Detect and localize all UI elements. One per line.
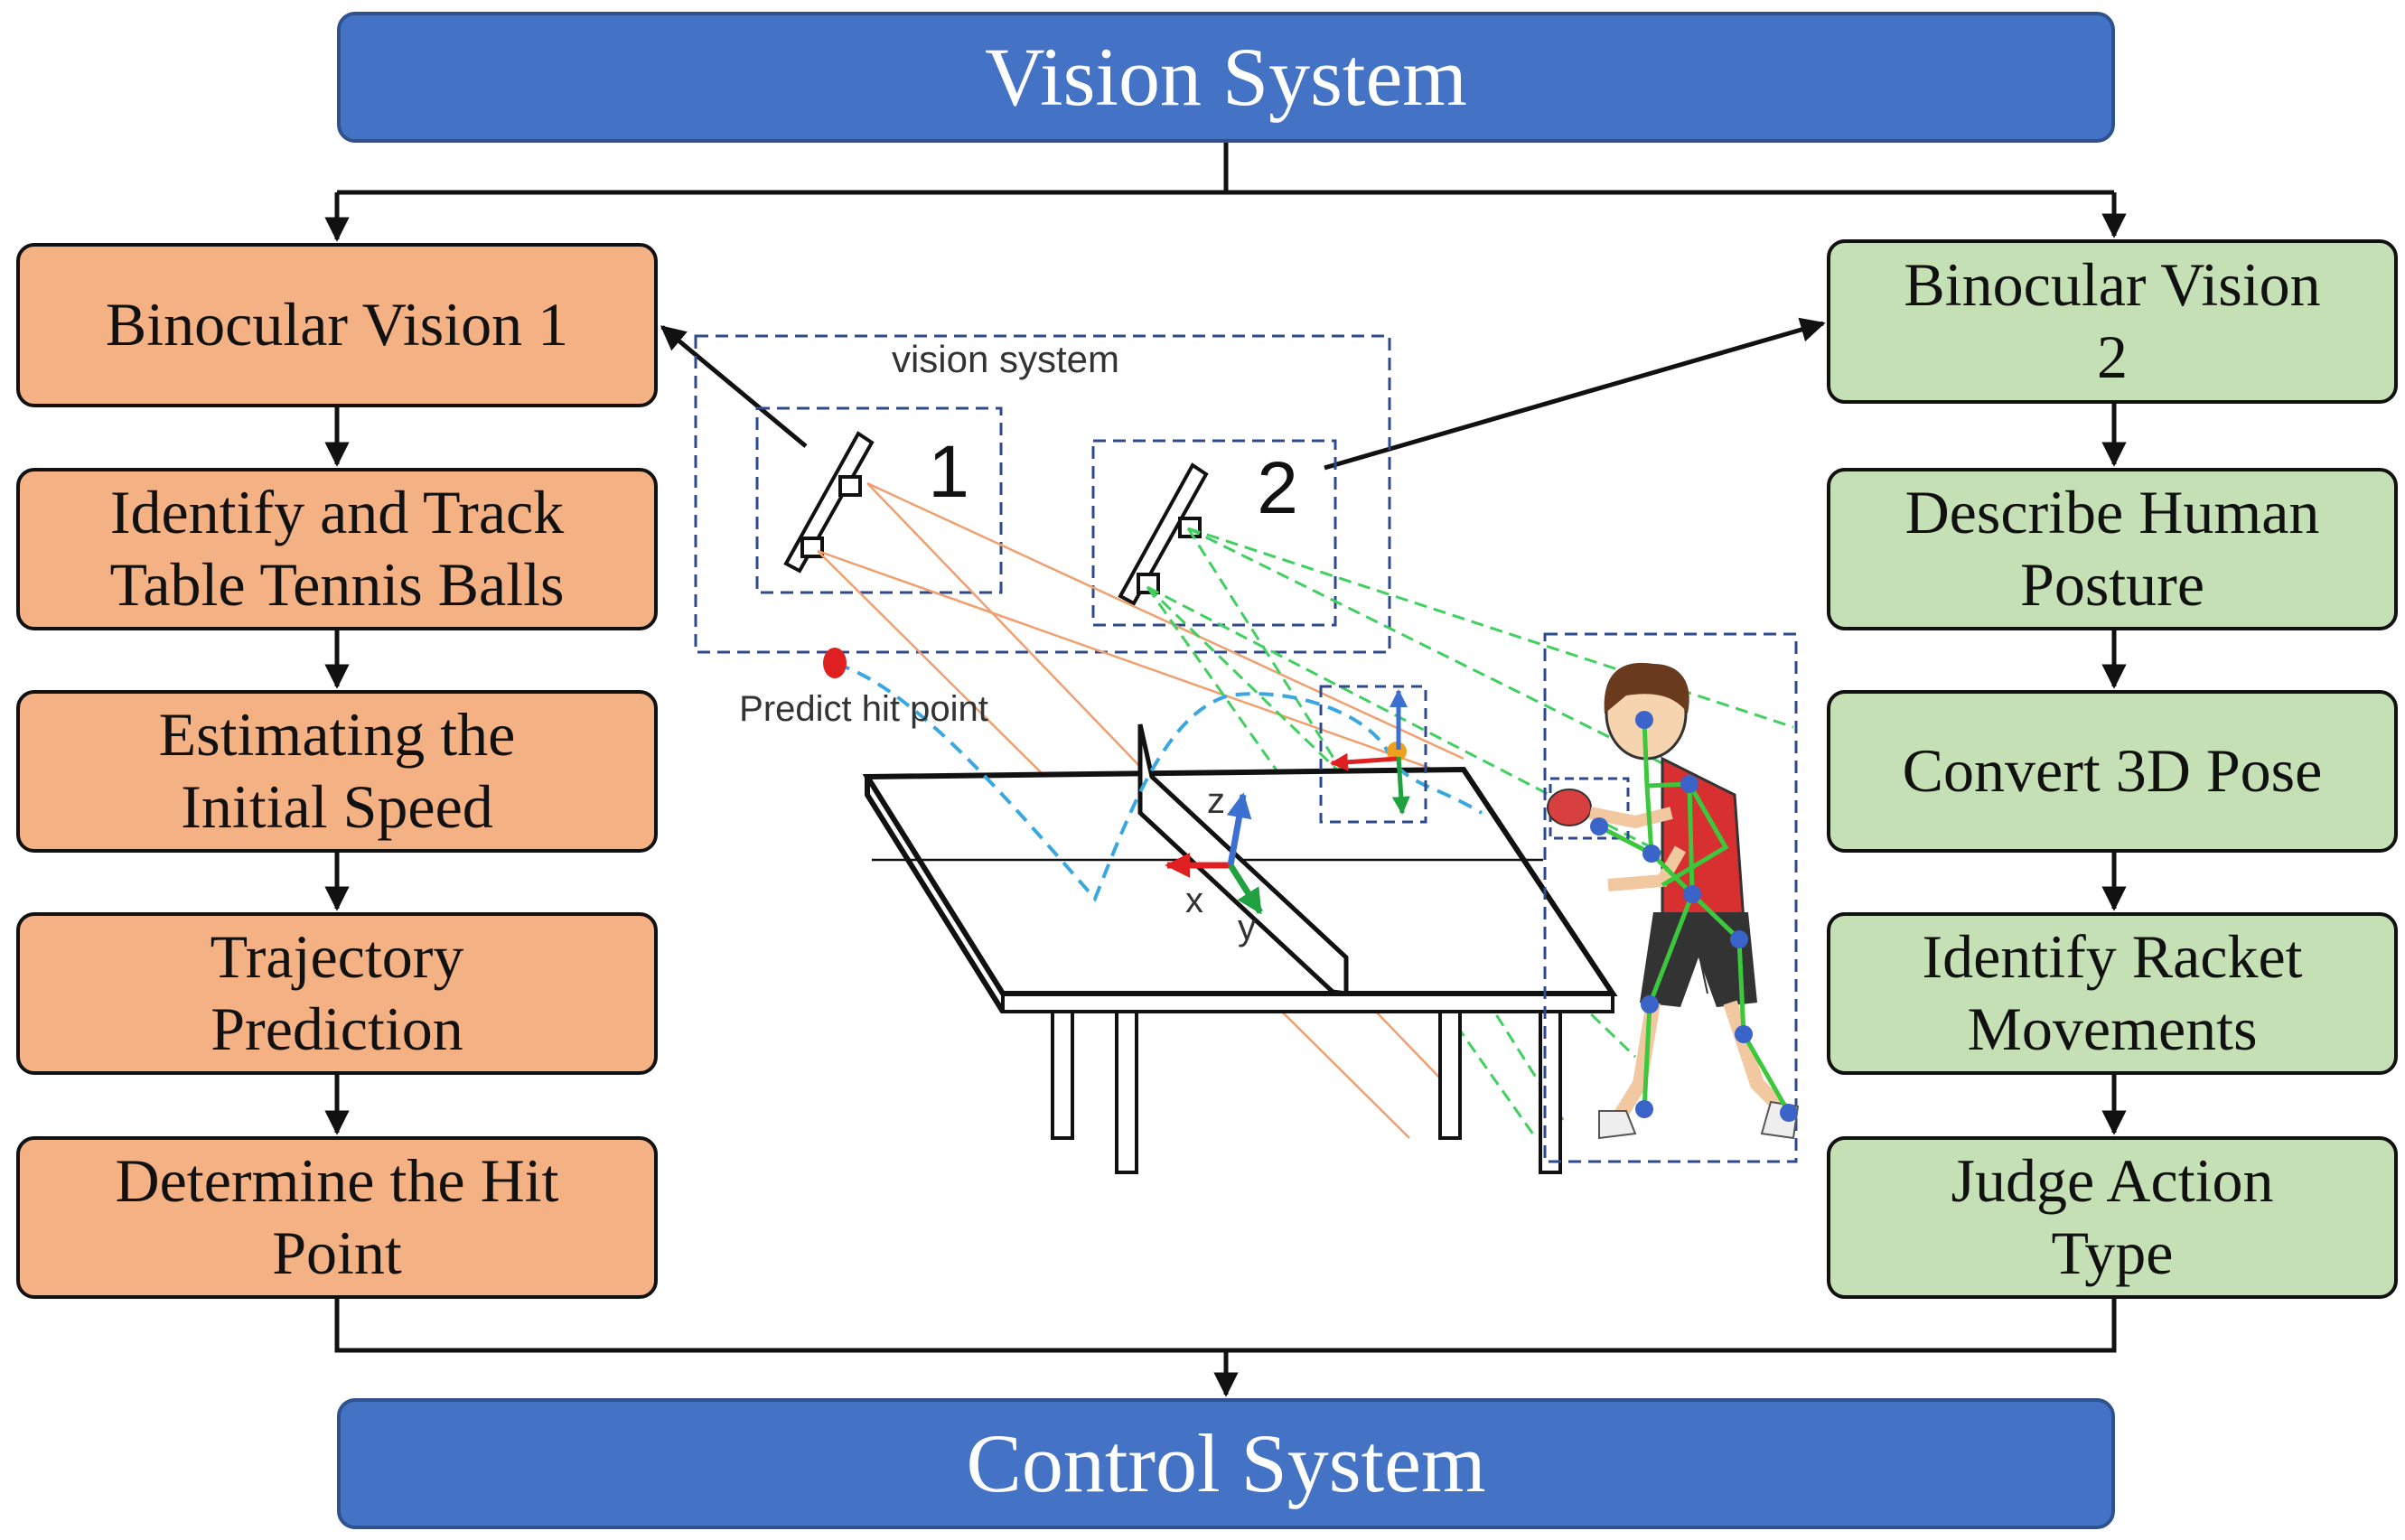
- describe-human-posture-box: Describe Human Posture: [1827, 468, 2398, 630]
- table-axes: [1165, 792, 1263, 915]
- ball-frame: [1319, 685, 1427, 824]
- camera2-frame: [1091, 439, 1337, 627]
- judge-action-type-box: Judge Action Type: [1827, 1136, 2398, 1299]
- trajectory-prediction-box: Trajectory Prediction: [16, 912, 658, 1075]
- convert-3d-pose-label: Convert 3D Pose: [1902, 736, 2323, 806]
- player-frame: [1543, 632, 1798, 1163]
- top-split-connector: [324, 143, 2127, 242]
- determine-hit-point-box: Determine the Hit Point: [16, 1136, 658, 1299]
- control-system-title: Control System: [966, 1416, 1486, 1509]
- vision-system-title: Vision System: [985, 30, 1467, 123]
- camera2-number: 2: [1257, 447, 1298, 529]
- bottom-merge-connector: [334, 1299, 2117, 1397]
- camera1-to-box-arrow: [660, 325, 808, 448]
- axis-z-label: z: [1207, 781, 1225, 821]
- vision-system-frame: [694, 334, 1391, 654]
- camera1-frame: [755, 406, 1003, 594]
- binocular-vision-2-label: Binocular Vision 2: [1904, 250, 2321, 391]
- control-system-banner: Control System: [337, 1398, 2115, 1529]
- predict-hit-point-label: Predict hit point: [739, 689, 988, 729]
- estimate-initial-speed-box: Estimating the Initial Speed: [16, 690, 658, 853]
- camera2-icon: [1118, 462, 1209, 606]
- judge-action-type-label: Judge Action Type: [1951, 1146, 2274, 1287]
- identify-track-balls-label: Identify and Track Table Tennis Balls: [109, 478, 565, 619]
- identify-racket-movements-box: Identify Racket Movements: [1827, 912, 2398, 1075]
- illustration: vision system 1 2: [694, 334, 1800, 1174]
- axis-y-label: y: [1238, 908, 1256, 947]
- binocular-vision-1-label: Binocular Vision 1: [105, 290, 569, 359]
- axis-x-label: x: [1185, 881, 1203, 920]
- racket-frame: [1549, 777, 1630, 840]
- pose-joints: [1590, 711, 1798, 1122]
- camera1-number: 1: [928, 431, 969, 513]
- ball: [1387, 742, 1407, 761]
- binocular-vision-2-box: Binocular Vision 2: [1827, 239, 2398, 404]
- vision-system-banner: Vision System: [337, 12, 2115, 143]
- ball-axes: [1330, 689, 1410, 815]
- determine-hit-point-label: Determine the Hit Point: [115, 1146, 559, 1287]
- predicted-ball: [823, 648, 847, 678]
- identify-racket-movements-label: Identify Racket Movements: [1922, 922, 2303, 1063]
- camera1-icon: [783, 431, 875, 574]
- convert-3d-pose-box: Convert 3D Pose: [1827, 690, 2398, 853]
- binocular-vision-1-box: Binocular Vision 1: [16, 243, 658, 407]
- estimate-initial-speed-label: Estimating the Initial Speed: [158, 700, 516, 841]
- trajectory-prediction-label: Trajectory Prediction: [210, 922, 464, 1063]
- vision-system-label: vision system: [892, 338, 1119, 380]
- camera2-to-box-arrow: [1324, 317, 1826, 471]
- identify-track-balls-box: Identify and Track Table Tennis Balls: [16, 468, 658, 630]
- table-tennis-table: [862, 723, 1618, 1174]
- describe-human-posture-label: Describe Human Posture: [1904, 478, 2320, 619]
- ball-trajectory: [835, 662, 1483, 902]
